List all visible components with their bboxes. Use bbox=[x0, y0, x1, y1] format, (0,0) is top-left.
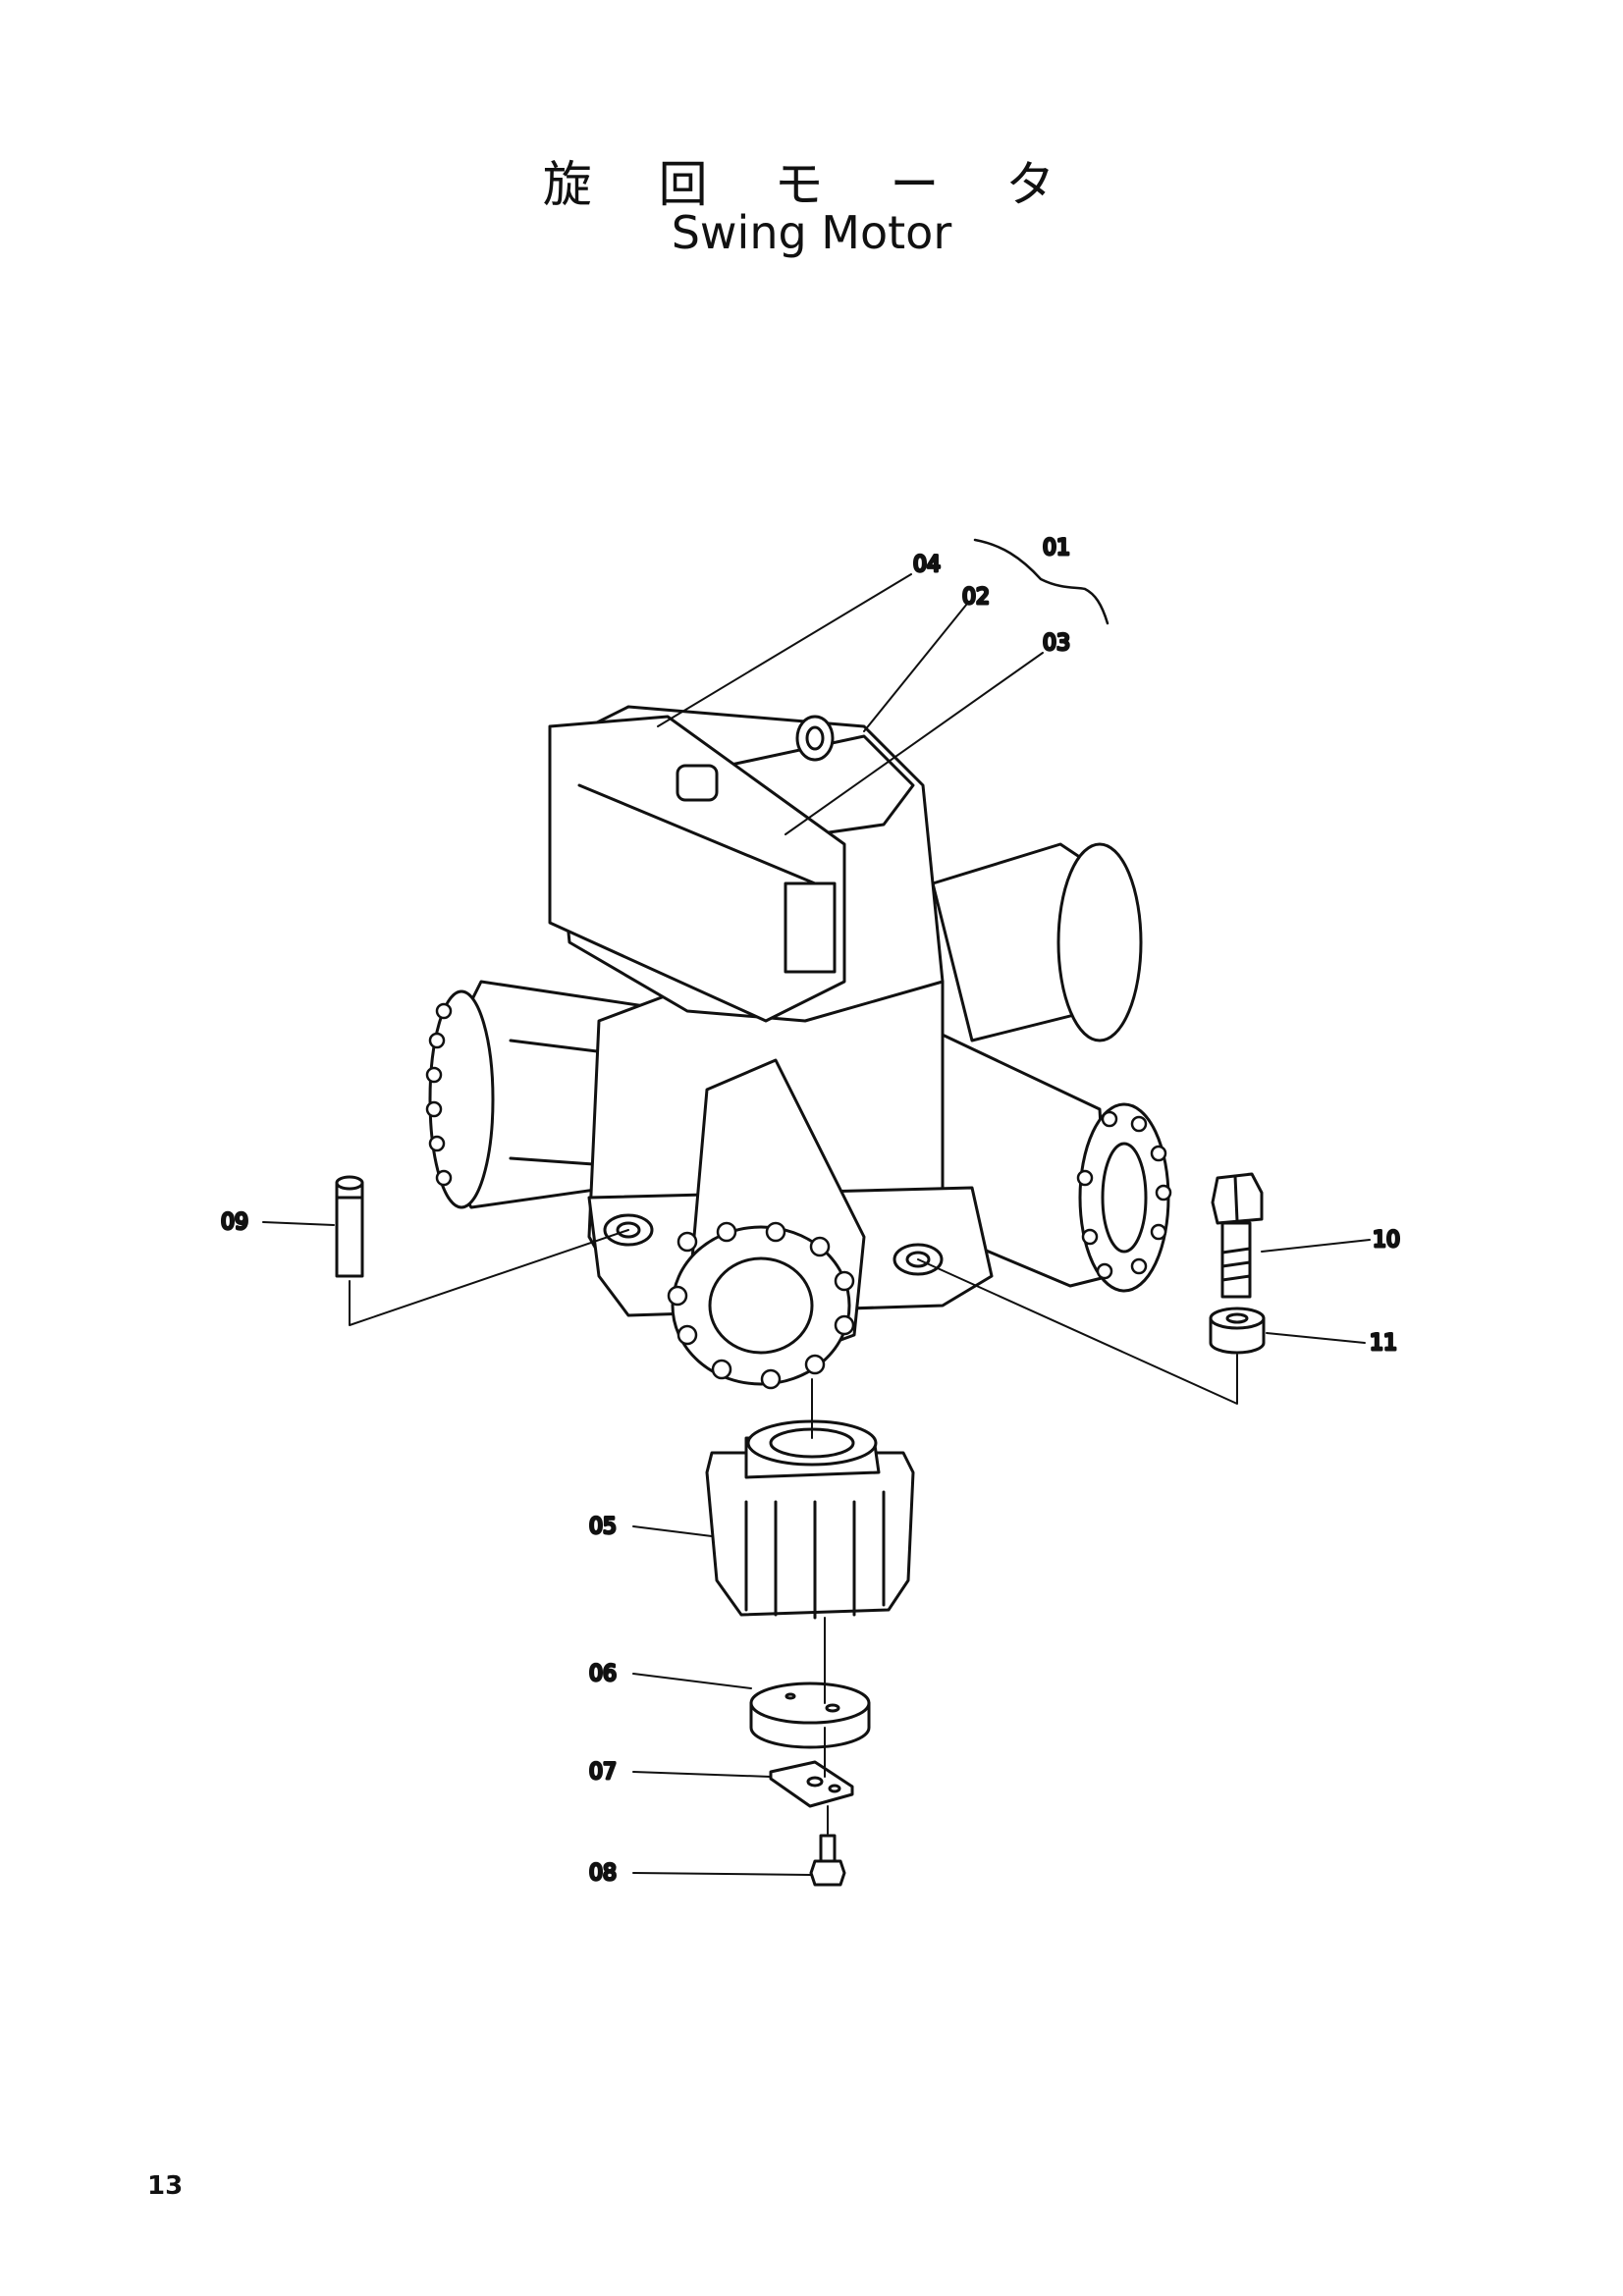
motor-housing bbox=[428, 705, 1170, 1386]
callout-08: 08 bbox=[589, 1861, 617, 1886]
callout-05: 05 bbox=[589, 1515, 617, 1539]
callout-11: 11 bbox=[1370, 1331, 1397, 1356]
page-number: 13 bbox=[147, 2171, 184, 2201]
leader-lines bbox=[262, 573, 1371, 1876]
callout-09: 09 bbox=[221, 1210, 248, 1235]
callout-04: 04 bbox=[913, 553, 941, 577]
mounting-bolt bbox=[1211, 1172, 1264, 1299]
pinion-bolt bbox=[809, 1834, 846, 1887]
assembly-lines bbox=[349, 1229, 1238, 1835]
cylinder-bolts bbox=[425, 1002, 1172, 1390]
callout-06: 06 bbox=[589, 1662, 617, 1686]
callout-07: 07 bbox=[589, 1760, 617, 1785]
thrust-plate bbox=[749, 1682, 871, 1749]
lock-plate bbox=[769, 1760, 854, 1808]
callout-02: 02 bbox=[962, 585, 990, 610]
callout-01: 01 bbox=[1043, 536, 1070, 561]
callout-10: 10 bbox=[1373, 1228, 1400, 1253]
assembly-brace bbox=[973, 538, 1109, 625]
pinion-gear bbox=[705, 1419, 915, 1620]
washer bbox=[1209, 1307, 1266, 1355]
dowel-pin bbox=[335, 1175, 364, 1278]
page-title-japanese: 旋 回 モ ー タ bbox=[542, 156, 1081, 213]
callout-03: 03 bbox=[1043, 631, 1070, 656]
page-title-english: Swing Motor bbox=[671, 206, 952, 259]
